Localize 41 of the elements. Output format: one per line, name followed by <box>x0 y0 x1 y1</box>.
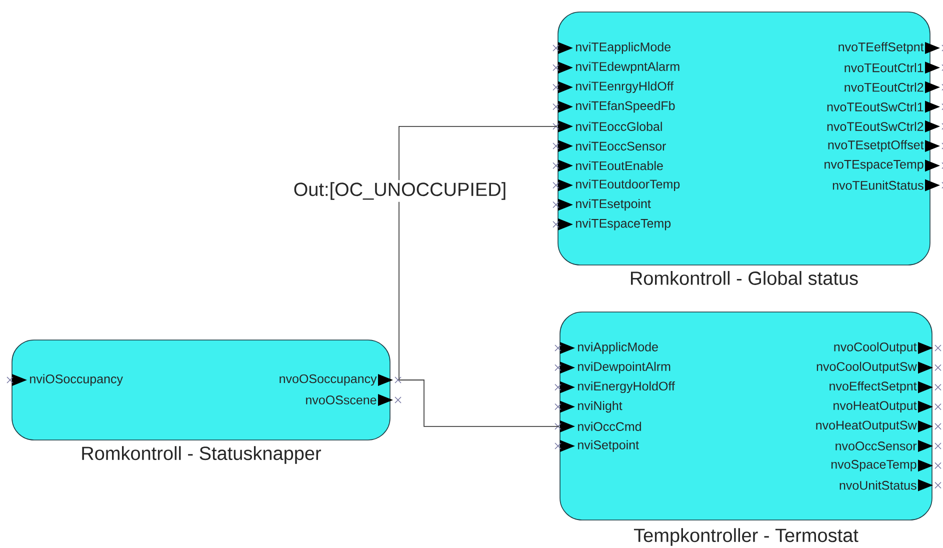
port-label: nvoOccSensor <box>836 442 917 450</box>
port-label: nvoUnitStatus <box>840 480 916 490</box>
port-label: nviNight <box>578 400 622 413</box>
port-label: nviTEoccSensor <box>576 141 666 151</box>
port-label: nvoTEoutSwCtrl2 <box>827 122 924 131</box>
port-label: nvoEffectSetpnt <box>830 381 917 393</box>
block-title: Romkontroll - Global status <box>631 271 858 285</box>
edge-label: Out:[OC_UNOCCUPIED] <box>291 180 509 202</box>
port-label: nvoCoolOutput <box>834 342 917 354</box>
port-label: nviTEfanSpeedFb <box>576 100 675 113</box>
port-label: nvoOSoccupancy <box>280 374 377 386</box>
port-label: nviTEoutEnable <box>576 161 663 170</box>
block-title: Tempkontroller - Termostat <box>634 528 858 546</box>
port-label: nviTEenrgyHldOff <box>576 81 674 94</box>
port-label: nvoTEeffSetpnt <box>838 42 924 54</box>
port-label: nviTEapplicMode <box>576 42 670 54</box>
port-label: nviSetpoint <box>578 440 639 452</box>
port-label: nvoHeatOutput <box>834 401 917 412</box>
port-label: nviOccCmd <box>578 422 641 431</box>
connector-line <box>398 380 560 427</box>
port-label: nviTEspaceTemp <box>576 218 671 230</box>
port-label: nviApplicMode <box>578 342 658 354</box>
port-label: nvoTEspaceTemp <box>824 160 924 172</box>
port-label: nvoTEoutCtrl2 <box>844 82 924 92</box>
block-title: Romkontroll - Statusknapper <box>82 446 322 464</box>
port-label: nvoHeatOutputSw <box>816 420 917 432</box>
port-label: nviEnergyHoldOff <box>578 381 675 394</box>
port-label: nviTEoutdoorTemp <box>576 179 680 192</box>
port-label: nvoTEoutCtrl1 <box>844 63 924 72</box>
port-label: nvoOSscene <box>306 396 376 404</box>
port-label: nvoCoolOutputSw <box>816 362 917 374</box>
port-label: nvoTEoutSwCtrl1 <box>827 102 924 112</box>
port-label: nvoSpaceTemp <box>831 460 916 472</box>
port-label: nvoTEsetptOffset <box>828 140 924 152</box>
port-label: nviTEsetpoint <box>576 198 651 211</box>
port-label: nvoTEunitStatus <box>832 180 924 190</box>
connector-line <box>398 126 558 380</box>
port-label: nviTEdewpntAlarm <box>576 62 680 74</box>
port-label: nviTEoccGlobal <box>576 122 662 131</box>
port-label: nviDewpointAlrm <box>578 362 670 374</box>
port-label: nviOSoccupancy <box>30 374 123 386</box>
